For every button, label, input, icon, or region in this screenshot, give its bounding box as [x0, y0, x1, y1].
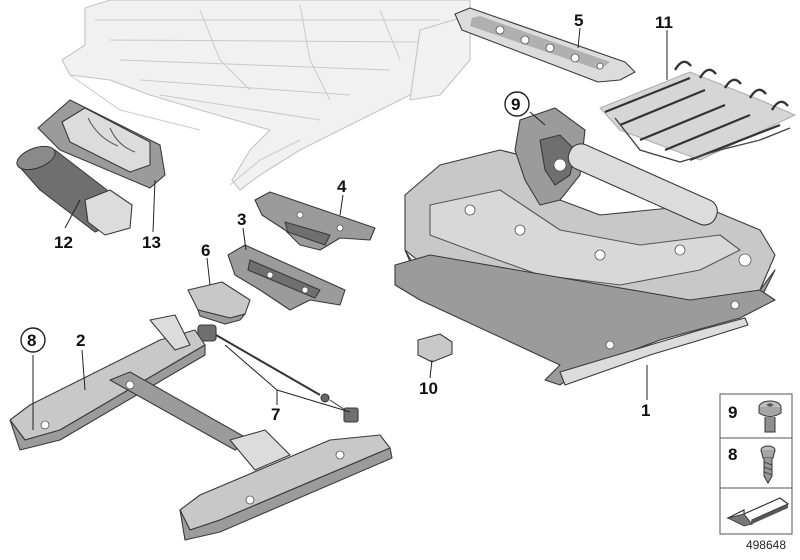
legend-label-9: 9: [728, 403, 737, 422]
part-1-seat-frame: [394, 107, 776, 386]
callout-7: 7: [271, 405, 280, 424]
callout-2: 2: [76, 331, 85, 350]
part-2-seat-rails: [9, 314, 393, 541]
callout-5: 5: [574, 11, 583, 30]
part-13-tray: [37, 99, 166, 189]
screw-icon: [760, 445, 776, 485]
part-5-seat-pan-plate: [454, 7, 636, 83]
callout-9: 9: [511, 95, 520, 114]
reference-number: 498648: [745, 538, 786, 552]
callout-3: 3: [237, 210, 246, 229]
callouts: 5 11 9 4 3 6 12 13 8 2 7 10 1: [20, 11, 673, 424]
callout-6: 6: [201, 241, 210, 260]
callout-4: 4: [337, 177, 347, 196]
part-11-spring-mat: [599, 60, 796, 163]
part-7-cable: [197, 324, 359, 423]
legend-label-8: 8: [728, 445, 737, 464]
torx-bolt-icon: [758, 400, 782, 433]
direction-arrow-icon: [726, 497, 790, 527]
part-10-cap: [417, 333, 453, 363]
callout-13: 13: [142, 233, 161, 252]
callout-12: 12: [54, 233, 73, 252]
part-3-bracket: [227, 244, 346, 311]
leader-lines: [32, 27, 668, 430]
callout-10: 10: [419, 379, 438, 398]
part-6-cover: [187, 281, 251, 325]
callout-8: 8: [27, 331, 36, 350]
callout-9-ring: [504, 91, 530, 117]
callout-1: 1: [641, 401, 650, 420]
callout-11: 11: [655, 13, 673, 32]
part-12-cylinder: [16, 145, 133, 236]
part-4-bracket: [254, 191, 376, 251]
fastener-legend: 9 8: [719, 393, 793, 535]
callout-8-ring: [20, 327, 46, 353]
